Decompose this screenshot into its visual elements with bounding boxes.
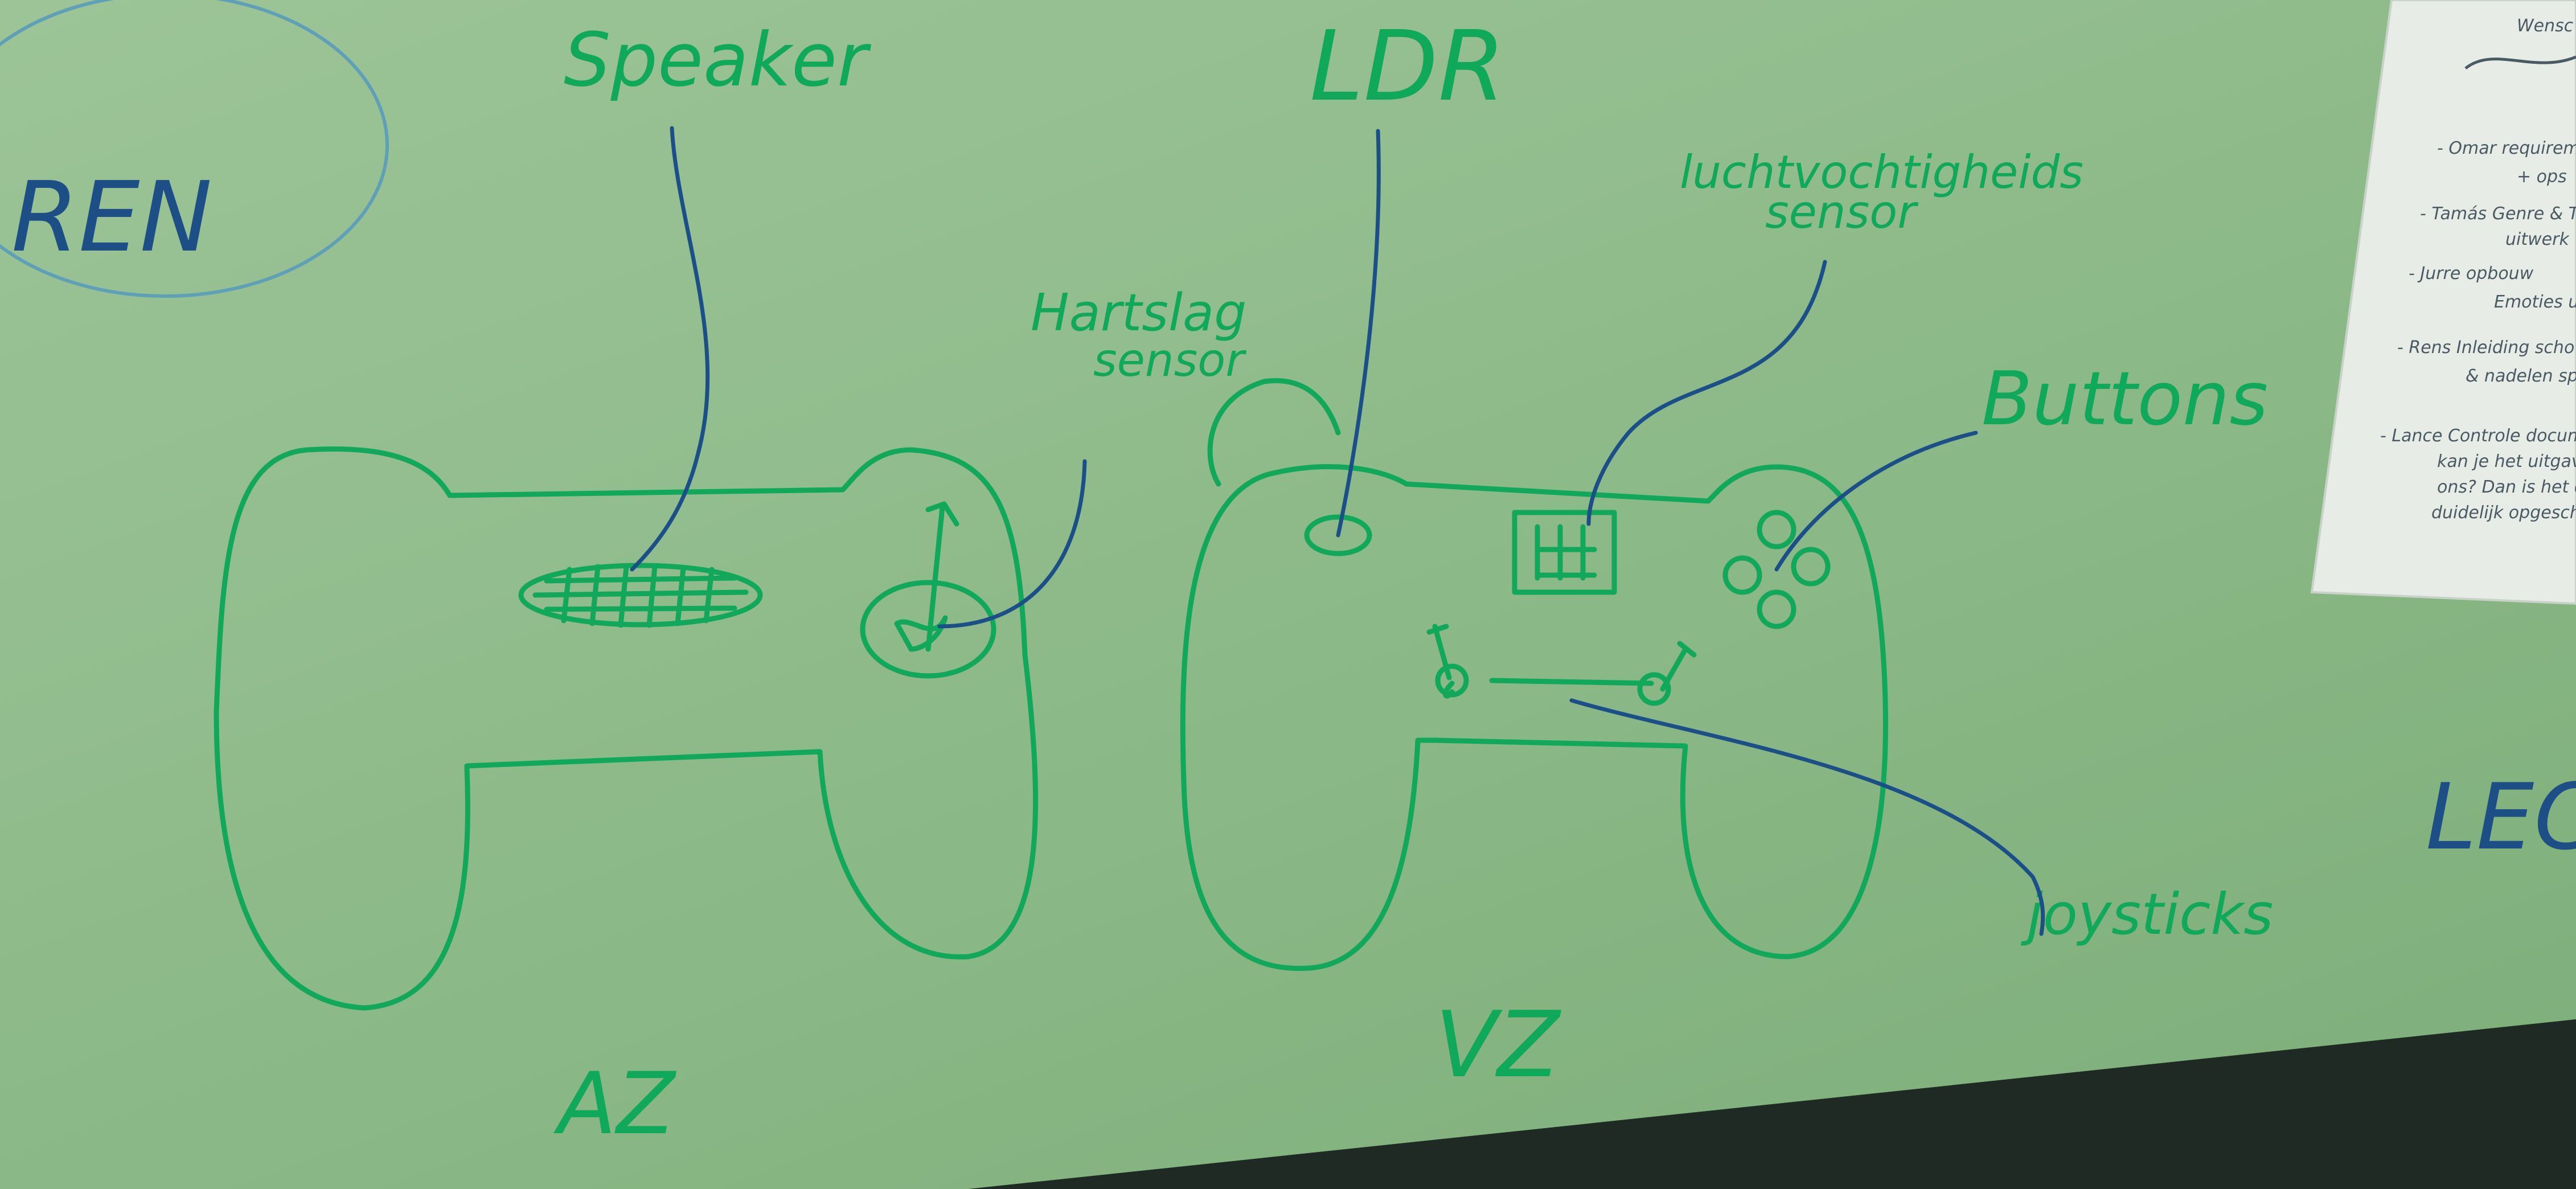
ldr-arrow	[1207, 378, 1341, 487]
controller-vz	[1180, 464, 1888, 971]
paper-line-4: - Tamás Genre & T	[2420, 204, 2576, 224]
paper-note: Wensc - Omar requirem + ops - Tamás Genr…	[2310, 0, 2576, 605]
speaker-grille	[518, 563, 763, 628]
paper-line-13: duidelijk opgeschreven	[2431, 503, 2576, 523]
label-buttons: Buttons	[1982, 355, 2268, 442]
paper-line-11: kan je het uitgaven	[2437, 452, 2576, 472]
right-partial-text: LEC	[2426, 764, 2576, 870]
label-ldr: LDR	[1310, 10, 1506, 123]
button-top	[1757, 510, 1796, 550]
label-heartbeat-line2: sensor	[1093, 334, 1247, 387]
paper-line-3: + ops	[2517, 167, 2567, 187]
label-humidity-line1: luchtvochtigheids	[1680, 146, 2083, 199]
label-heartbeat-line1: Hartslag	[1031, 283, 1246, 343]
pointer-buttons	[1774, 430, 1978, 572]
pointer-ldr	[1336, 129, 1381, 538]
paper-line-6: - Jurre opbouw	[2409, 264, 2534, 284]
left-partial-text: REN	[11, 161, 212, 274]
label-joysticks: joysticks	[2020, 881, 2273, 948]
label-speaker: Speaker	[564, 17, 872, 103]
paper-line-10: - Lance Controle docum	[2380, 426, 2576, 446]
ldr-circle	[1304, 514, 1372, 556]
button-bottom	[1757, 589, 1796, 629]
button-left	[1722, 555, 1762, 595]
paper-line-12: ons? Dan is het duid	[2437, 477, 2576, 497]
pointer-joysticks	[1569, 698, 2045, 936]
paper-line-5: uitwerk	[2505, 229, 2570, 249]
heartbeat-circle	[860, 580, 996, 679]
button-right	[1791, 547, 1831, 587]
controller-az	[214, 446, 1039, 1011]
paper-line-2: - Omar requirem	[2437, 138, 2576, 158]
top-left-ellipse	[0, 0, 389, 298]
pointer-humidity	[1586, 260, 1827, 526]
humidity-sensor-box	[1512, 510, 1617, 595]
label-humidity-line2: sensor	[1765, 186, 1919, 239]
label-az: AZ	[553, 1055, 677, 1154]
paper-line-7: Emoties ui	[2494, 292, 2576, 312]
paper-line-1: Wensc	[2517, 16, 2574, 36]
pointer-heartbeat	[937, 459, 1087, 629]
floor-shadow	[968, 1019, 2576, 1189]
pointer-speaker	[630, 126, 710, 572]
paper-line-9: & nadelen spe	[2466, 366, 2576, 386]
label-vz: VZ	[1435, 991, 1561, 1098]
paper-line-8: - Rens Inleiding scho	[2397, 338, 2574, 358]
